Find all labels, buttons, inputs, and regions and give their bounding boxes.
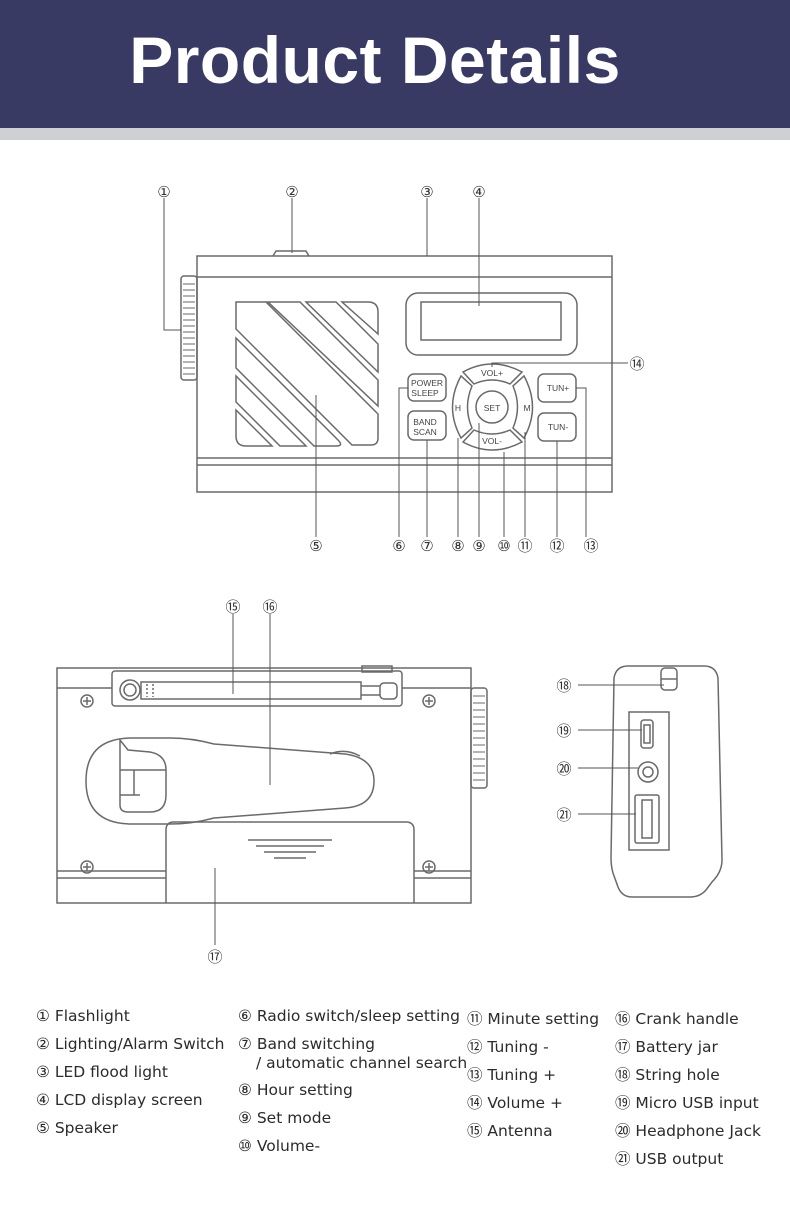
battery-cover [165, 821, 415, 903]
back-view [56, 614, 488, 945]
flashlight-knob [180, 275, 198, 381]
legend-item: ⑮ Antenna [467, 1122, 553, 1140]
side-body [610, 665, 723, 898]
callout-14: ⑭ [629, 355, 644, 373]
legend-item: ⑱ String hole [615, 1066, 720, 1084]
callout-15: ⑮ [225, 598, 240, 616]
m-label: M [523, 403, 530, 413]
set-label: SET [484, 403, 501, 413]
front-view [163, 198, 628, 537]
callout-1: ① [157, 183, 170, 201]
legend-item: ⑥ Radio switch/sleep setting [238, 1007, 460, 1025]
legend-item-continued: / automatic channel search [256, 1054, 468, 1072]
legend-item: ③ LED flood light [36, 1063, 168, 1081]
front-body [196, 255, 613, 493]
antenna [140, 681, 362, 700]
callout-16: ⑯ [262, 598, 277, 616]
vol-plus-button [461, 363, 524, 385]
legend-item: ⑫ Tuning - [467, 1038, 549, 1056]
screws [80, 694, 436, 874]
legend-item: ⑤ Speaker [36, 1119, 118, 1137]
micro-usb-port [640, 719, 654, 749]
crank-handle [85, 737, 375, 825]
callout-11: ⑪ [517, 537, 532, 555]
callout-20: ⑳ [556, 760, 571, 778]
legend-item: ㉑ USB output [615, 1150, 724, 1168]
legend-item: ⑧ Hour setting [238, 1081, 353, 1099]
scan-label: SCAN [413, 427, 437, 437]
legend-item: ⑩ Volume- [238, 1137, 321, 1155]
legend-item: ⑭ Volume + [467, 1094, 563, 1112]
callout-13: ⑬ [583, 537, 598, 555]
hour-button [451, 374, 473, 440]
callout-10: ⑩ [497, 537, 510, 555]
legend-item: ⑦ Band switching [238, 1035, 375, 1053]
back-body [56, 667, 472, 904]
callout-7: ⑦ [420, 537, 433, 555]
legend-item: ⑳ Headphone Jack [615, 1122, 761, 1140]
callout-21: ㉑ [556, 806, 571, 824]
callout-2: ② [285, 183, 298, 201]
minute-button [512, 374, 534, 440]
crank-knob [119, 737, 167, 813]
page-title: Product Details [129, 23, 621, 97]
set-button [475, 390, 509, 424]
usb-port [634, 794, 660, 844]
tun-minus-label: TUN- [548, 422, 568, 432]
tun-plus-label: TUN+ [547, 383, 569, 393]
legend-item: ⑨ Set mode [238, 1109, 332, 1127]
callout-9: ⑨ [472, 537, 485, 555]
power-label: POWER [411, 378, 443, 388]
vol-plus-label: VOL+ [481, 368, 503, 378]
band-label: BAND [413, 417, 437, 427]
callout-17: ⑰ [207, 948, 222, 966]
legend-item: ⑬ Tuning + [467, 1066, 557, 1084]
callout-19: ⑲ [556, 722, 571, 740]
legend-item: ① Flashlight [36, 1007, 130, 1025]
port-panel [628, 711, 670, 851]
vol-minus-button [461, 429, 524, 451]
legend-item: ⑰ Battery jar [615, 1038, 718, 1056]
callout-18: ⑱ [556, 677, 571, 695]
callout-12: ⑫ [549, 537, 564, 555]
lcd-screen [420, 301, 562, 341]
callout-4: ④ [472, 183, 485, 201]
callout-5: ⑤ [309, 537, 322, 555]
legend-item: ⑪ Minute setting [467, 1010, 600, 1028]
legend-item: ④ LCD display screen [36, 1091, 203, 1109]
callout-8: ⑧ [451, 537, 464, 555]
callout-6: ⑥ [392, 537, 405, 555]
h-label: H [455, 403, 461, 413]
header-divider [0, 128, 790, 140]
headphone-jack [637, 761, 659, 783]
callout-3: ③ [420, 183, 433, 201]
legend-item: ⑯ Crank handle [615, 1010, 739, 1028]
speaker-grille [235, 301, 379, 447]
legend-item: ⑲ Micro USB input [615, 1094, 759, 1112]
antenna-pivot [119, 679, 141, 701]
vol-minus-label: VOL- [482, 436, 502, 446]
top-switch [272, 250, 310, 257]
header-banner [0, 0, 790, 128]
legend-item: ② Lighting/Alarm Switch [36, 1035, 225, 1053]
antenna-housing [111, 670, 403, 707]
sleep-label: SLEEP [411, 388, 439, 398]
lcd-frame [405, 292, 578, 356]
side-view [578, 665, 723, 898]
